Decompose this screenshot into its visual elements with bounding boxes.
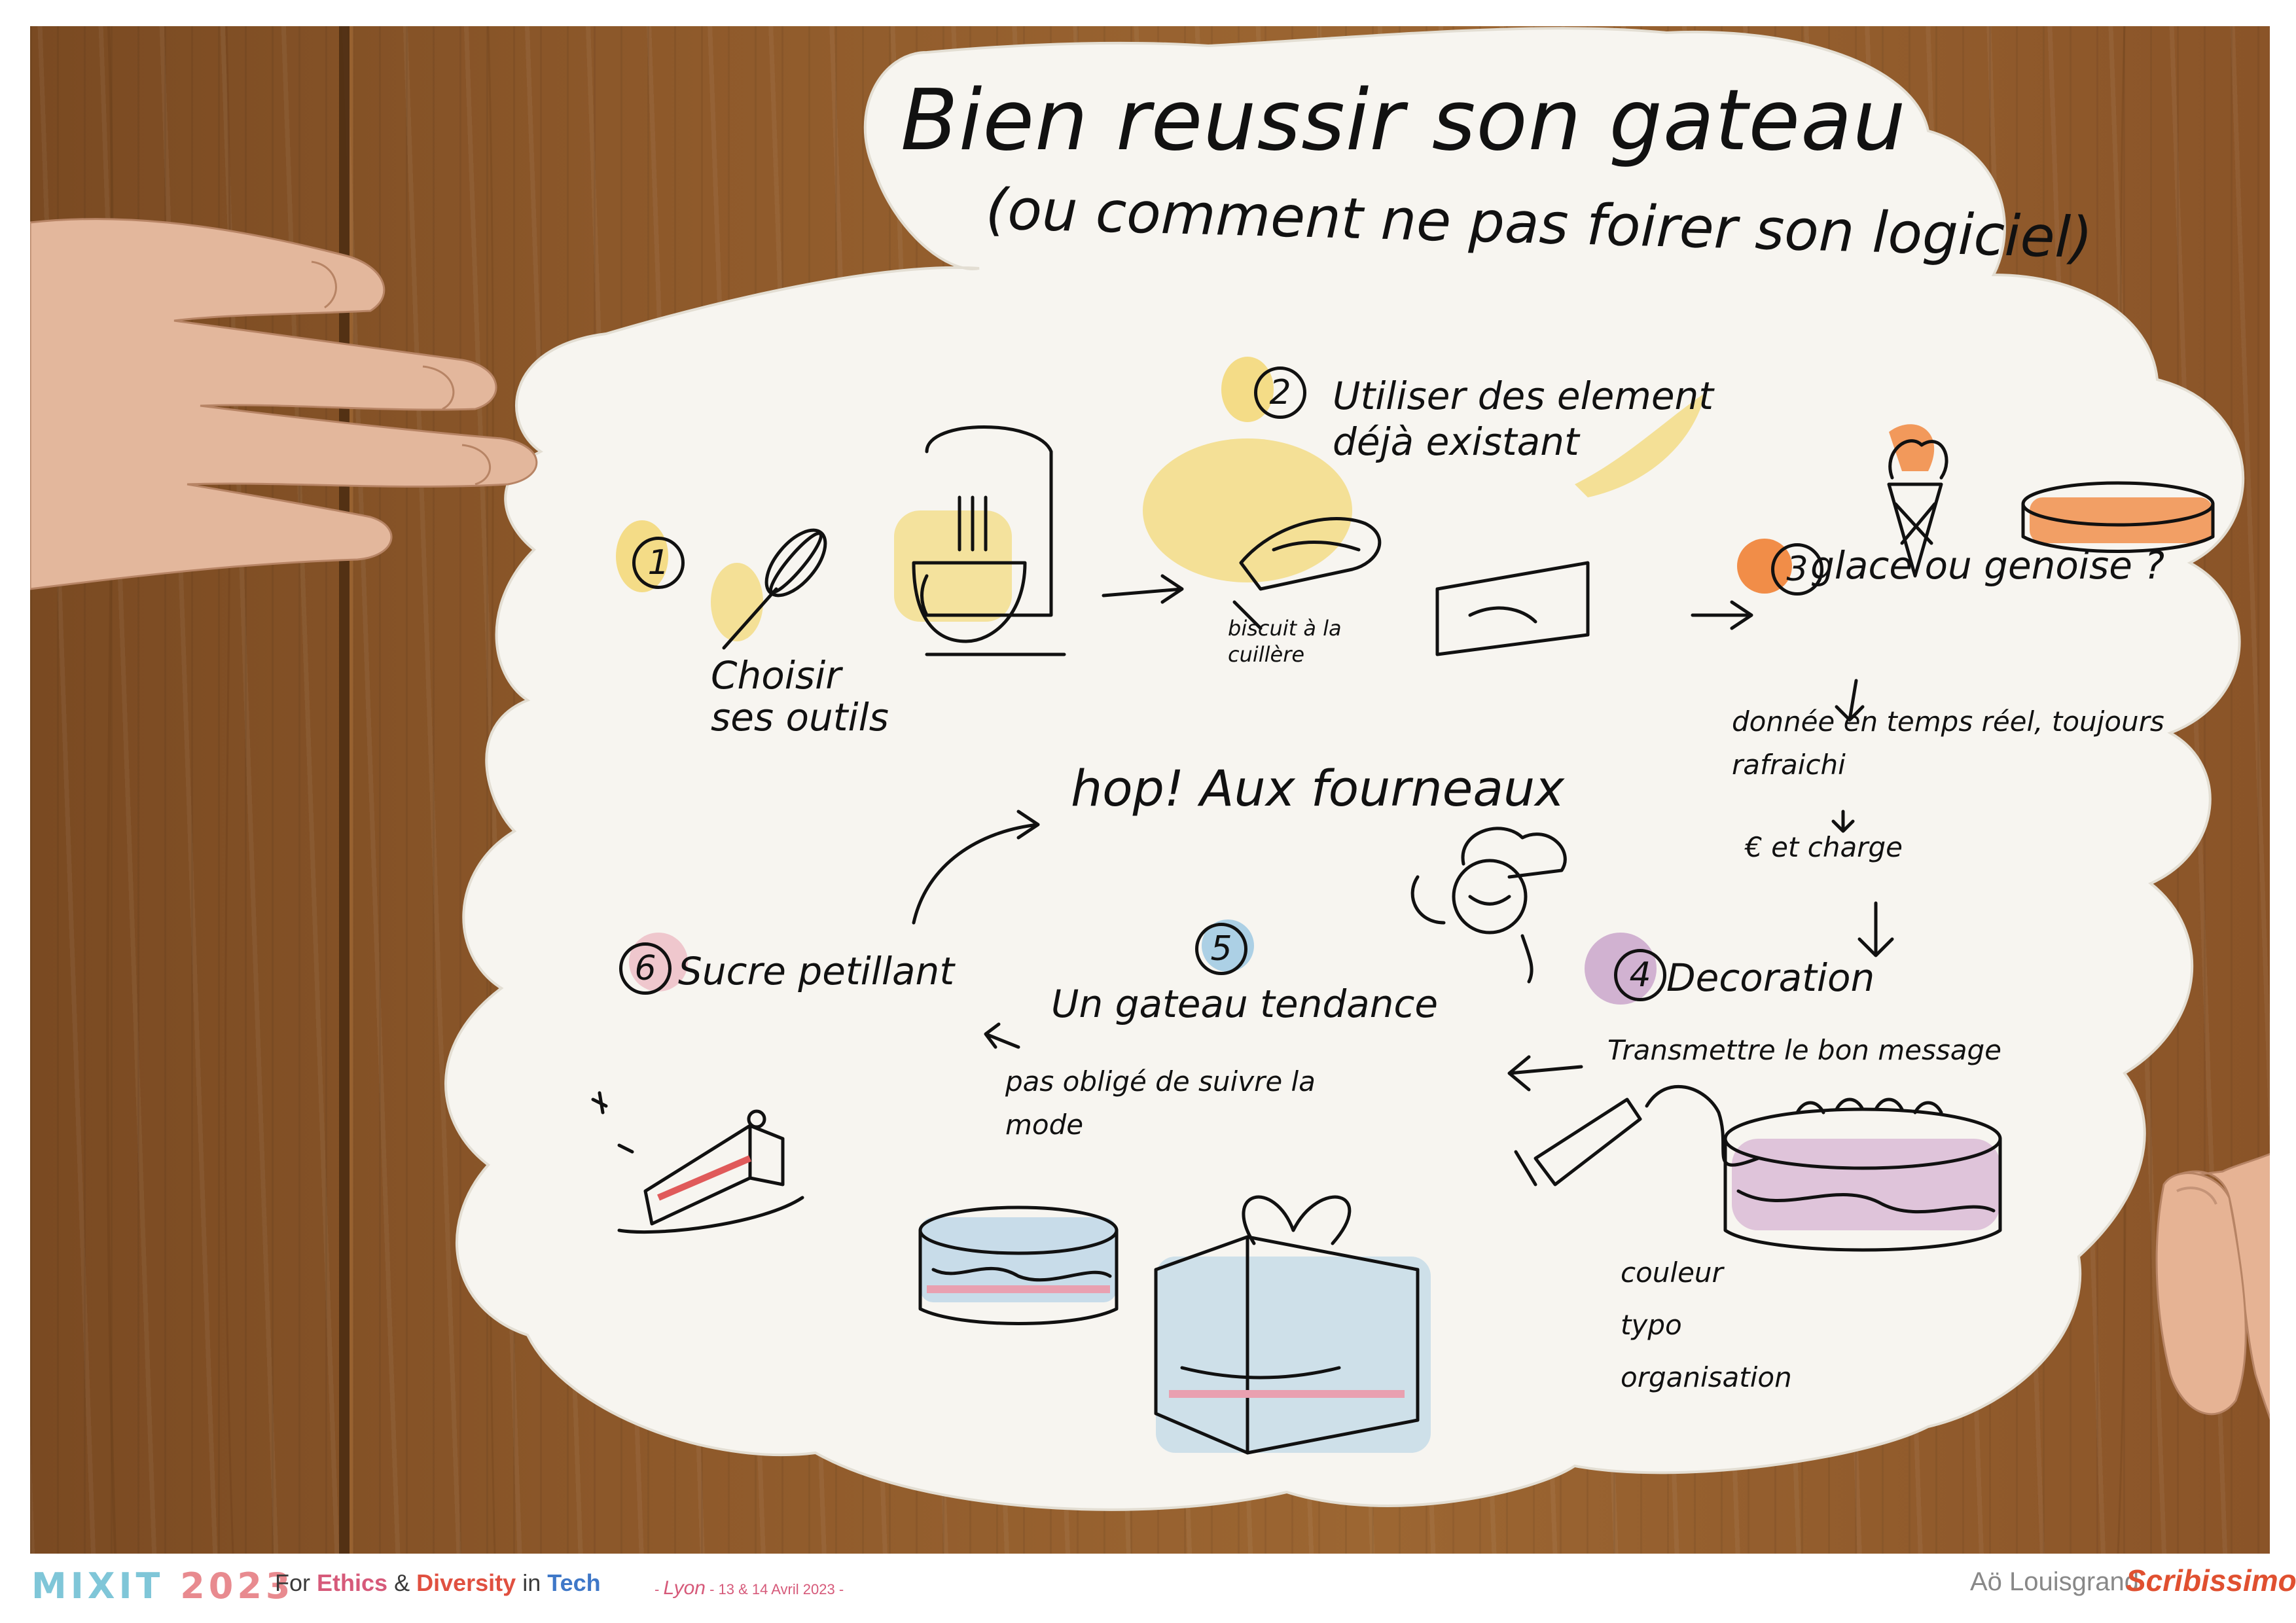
right-hand <box>2155 1152 2270 1420</box>
event-dates: 13 & 14 Avril 2023 <box>718 1581 835 1597</box>
arrow-icon <box>1857 901 1894 957</box>
step-4-detail-3: typo <box>1621 1309 1682 1341</box>
cake-stripes <box>657 1155 1405 1398</box>
step-3-detail-1: donnée en temps réel, toujours rafraichi <box>1732 705 2164 781</box>
arrow-icon <box>1507 1055 1583 1092</box>
whisk-icon <box>722 528 827 650</box>
step-2-note: biscuit à la cuillère <box>1228 616 1342 667</box>
arrow-icon <box>984 1022 1020 1049</box>
event-city: Lyon <box>663 1577 706 1599</box>
step-2-number: 2 <box>1254 366 1306 419</box>
trendy-cake-icon <box>918 1205 1119 1325</box>
arrow-icon <box>1831 810 1855 833</box>
arrow-icon <box>1102 574 1184 604</box>
ladyfinger-icon <box>1232 517 1382 630</box>
step-3-label: glace ou genoise ? <box>1810 543 2165 588</box>
left-hand <box>30 218 538 590</box>
step-5-detail: pas obligé de suivre la mode <box>1005 1065 1316 1141</box>
artist-credit: Aö Louisgrand <box>1970 1567 2139 1596</box>
brand-name: MIXIT <box>31 1565 164 1607</box>
tagline-ethics: Ethics <box>317 1569 388 1596</box>
step-5-number: 5 <box>1195 923 1247 975</box>
decorated-cake-icon <box>1723 1097 2002 1252</box>
tagline-prefix: For <box>275 1569 310 1596</box>
piping-bag-icon <box>1514 1085 1760 1186</box>
arrow-icon <box>912 810 1040 925</box>
step-4-detail-4: organisation <box>1621 1361 1792 1393</box>
studio-logo: Scribissimo <box>2126 1563 2296 1597</box>
chef-icon <box>1410 827 1567 984</box>
step-1-number: 1 <box>632 537 685 589</box>
center-message: hop! Aux fourneaux <box>1071 759 1565 817</box>
brand-logo: MIXIT 2023 <box>31 1565 295 1607</box>
arrow-icon <box>1691 600 1753 630</box>
footer <box>0 1554 2296 1623</box>
step-6-label: Sucre petillant <box>678 949 955 993</box>
gift-cake-icon <box>1154 1195 1420 1455</box>
sponge-cake-icon <box>2021 481 2215 553</box>
cake-slice-icon <box>591 1091 804 1234</box>
tagline-diversity: Diversity <box>416 1569 516 1596</box>
tagline: For Ethics & Diversity in Tech <box>275 1569 601 1597</box>
tagline-amp: & <box>394 1569 410 1596</box>
step-4-detail-2: couleur <box>1621 1257 1723 1289</box>
ice-cream-icon <box>1887 439 1948 578</box>
step-6-number: 6 <box>619 942 672 995</box>
step-3-detail-2: € et charge <box>1745 831 1903 863</box>
event-place: - Lyon - 13 & 14 Avril 2023 - <box>655 1577 844 1599</box>
tagline-tech: Tech <box>547 1569 601 1596</box>
paper-cloud <box>444 27 2245 1511</box>
photo: 1 2 3 4 5 6 Bien reussir son gateau (ou … <box>30 26 2270 1554</box>
tray-icon <box>1435 561 1590 656</box>
step-1-label: Choisir ses outils <box>711 653 889 740</box>
tagline-in: in <box>522 1569 541 1596</box>
step-2-label: Utiliser des element déjà existant <box>1333 374 1714 464</box>
brand-year: 2023 <box>180 1565 295 1607</box>
sketch-title: Bien reussir son gateau <box>901 72 1907 169</box>
step-3-number: 3 <box>1771 543 1823 596</box>
step-5-label: Un gateau tendance <box>1051 982 1439 1026</box>
step-4-detail-1: Transmettre le bon message <box>1607 1034 2001 1066</box>
step-4-label: Decoration <box>1666 955 1875 1000</box>
arrow-icon <box>1835 679 1865 722</box>
drawings <box>591 425 2215 1455</box>
mixer-icon <box>912 425 1066 656</box>
step-4-number: 4 <box>1614 949 1666 1001</box>
